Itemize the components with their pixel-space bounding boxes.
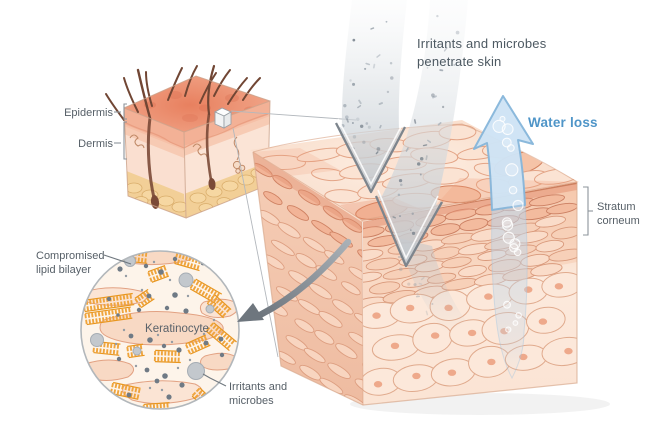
dermis-label: Dermis xyxy=(78,138,113,150)
compromised-label-line1: Compromised xyxy=(36,250,104,262)
penetration-arrow-inner xyxy=(374,0,468,334)
water-loss-label: Water loss xyxy=(528,115,598,130)
epidermis-label: Epidermis xyxy=(64,107,113,119)
penetrate-annotation-line1: Irritants and microbes xyxy=(417,36,547,51)
sample-marker-cube xyxy=(214,107,357,358)
keratinocyte-label: Keratinocyte xyxy=(145,323,209,335)
stratum-corneum-label-line1: Stratum xyxy=(597,201,636,213)
inset-contents xyxy=(81,251,239,409)
irritants-label-line2: microbes xyxy=(229,395,274,407)
water-loss-arrow xyxy=(473,95,534,380)
irritant-microbe-particles xyxy=(90,255,225,400)
mini-cube-brackets xyxy=(114,103,127,160)
stratum-corneum-callout: Stratum corneum xyxy=(583,186,640,236)
hair-follicles xyxy=(146,113,216,209)
penetrate-annotation-line2: penetrate skin xyxy=(417,54,501,69)
inset-callouts: Compromised lipid bilayer Irritants and … xyxy=(36,250,287,407)
hairs-icon xyxy=(105,64,261,121)
penetration-arrow-surface xyxy=(334,0,407,194)
lipid-bilayer-inset: Keratinocyte xyxy=(80,250,240,410)
magnify-connector-arrow-icon xyxy=(237,238,352,322)
irritants-label-line1: Irritants and xyxy=(229,381,287,393)
gland-squiggle-icon xyxy=(192,143,208,158)
compromised-label-line2: lipid bilayer xyxy=(36,264,91,276)
gland-squiggle-icon xyxy=(129,134,145,149)
stratum-corneum-label-line2: corneum xyxy=(597,215,640,227)
